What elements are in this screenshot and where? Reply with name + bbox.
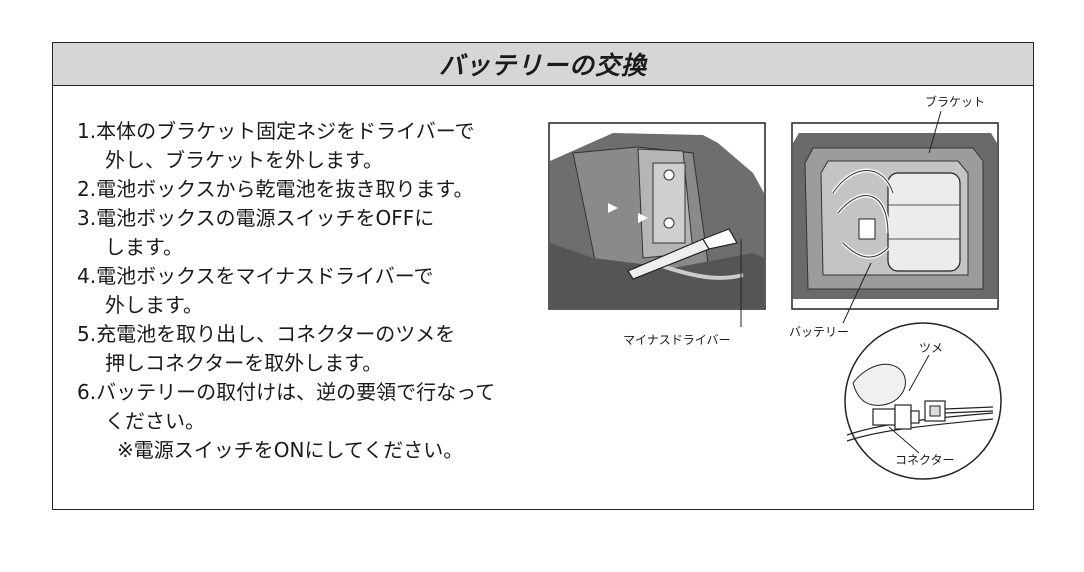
step-text: 電池ボックスから乾電池を抜き取ります。 <box>96 177 474 201</box>
step-3: 3.電池ボックスの電源スイッチをOFFに します。 <box>77 204 557 262</box>
battery-box-illustration <box>548 122 766 327</box>
step-6: 6.バッテリーの取付けは、逆の要領で行なって ください。 <box>77 378 557 436</box>
step-4: 4.電池ボックスをマイナスドライバーで 外します。 <box>77 262 557 320</box>
step-text: 充電池を取り出し、コネクターのツメを <box>96 322 456 346</box>
screwdriver-label: マイナスドライバー <box>623 333 731 347</box>
battery-label: バッテリー <box>789 325 850 339</box>
step-2: 2.電池ボックスから乾電池を抜き取ります。 <box>77 175 557 204</box>
step-text: 電池ボックスの電源スイッチをOFFに <box>96 206 435 230</box>
step-continuation: ください。 <box>105 409 205 433</box>
step-1: 1.本体のブラケット固定ネジをドライバーで 外し、ブラケットを外します。 <box>77 117 557 175</box>
step-number: 3. <box>77 206 97 230</box>
step-continuation: 外します。 <box>105 293 203 317</box>
step-number: 1. <box>77 119 97 143</box>
step-5: 5.充電池を取り出し、コネクターのツメを 押しコネクターを取外します。 <box>77 320 557 378</box>
step-continuation: します。 <box>105 235 183 259</box>
step-text: 電池ボックスをマイナスドライバーで <box>96 264 434 288</box>
step-continuation: 外し、ブラケットを外します。 <box>105 148 383 172</box>
step-number: 2. <box>77 177 97 201</box>
step-text: 本体のブラケット固定ネジをドライバーで <box>96 119 475 143</box>
battery-replacement-panel: バッテリーの交換 1.本体のブラケット固定ネジをドライバーで 外し、ブラケットを… <box>52 42 1034 510</box>
power-switch-note: ※電源スイッチをONにしてください。 <box>117 438 464 462</box>
tab-label: ツメ <box>919 341 944 355</box>
connector-detail-illustration <box>844 322 1002 480</box>
instruction-list: 1.本体のブラケット固定ネジをドライバーで 外し、ブラケットを外します。 2.電… <box>77 117 557 465</box>
step-text: バッテリーの取付けは、逆の要領で行なって <box>96 380 496 404</box>
title-bar: バッテリーの交換 <box>53 43 1033 86</box>
step-number: 4. <box>77 264 97 288</box>
page-title: バッテリーの交換 <box>438 51 647 80</box>
step-number: 5. <box>77 322 97 346</box>
bracket-battery-illustration <box>791 110 999 324</box>
bracket-label: ブラケット <box>925 95 986 109</box>
step-continuation: 押しコネクターを取外します。 <box>105 351 383 375</box>
illustrations <box>548 110 1002 480</box>
connector-label: コネクター <box>895 453 955 467</box>
step-number: 6. <box>77 380 97 404</box>
